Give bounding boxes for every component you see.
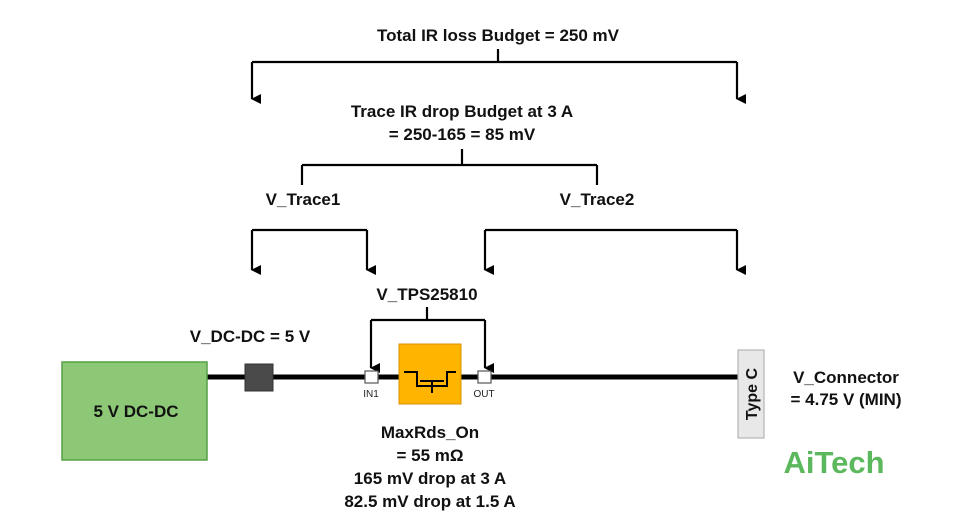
dcdc-converter-box xyxy=(61,361,208,461)
tps-bracket xyxy=(371,307,485,322)
trace-budget-label-line1: Trace IR drop Budget at 3 A xyxy=(351,102,573,121)
out-pin xyxy=(477,370,492,384)
rds-label-line2: = 55 mΩ xyxy=(396,446,463,465)
rds-label-line3: 165 mV drop at 3 A xyxy=(354,469,506,488)
mosfet-symbol xyxy=(404,371,456,393)
aitech-logo: AiTech xyxy=(783,445,884,480)
trace-budget-label-line2: = 250-165 = 85 mV xyxy=(389,125,536,144)
v-connector-label-line2: = 4.75 V (MIN) xyxy=(790,390,901,409)
trace-split-bracket xyxy=(300,149,599,185)
v-dcdc-label: V_DC-DC = 5 V xyxy=(190,327,311,346)
in1-pin xyxy=(364,370,379,384)
out-label: OUT xyxy=(473,389,494,400)
v-connector-label-line1: V_Connector xyxy=(793,368,899,387)
typec-connector xyxy=(737,349,765,439)
tps25810-switch xyxy=(398,343,462,405)
total-budget-bracket xyxy=(252,49,737,64)
in1-label: IN1 xyxy=(363,389,379,400)
dcdc-box-label: 5 V DC-DC xyxy=(93,402,178,421)
v-trace1-label: V_Trace1 xyxy=(266,190,341,209)
rds-label-line4: 82.5 mV drop at 1.5 A xyxy=(344,492,515,511)
inline-component xyxy=(244,363,274,392)
rds-label-line1: MaxRds_On xyxy=(381,423,479,442)
typec-label: Type C xyxy=(744,367,761,420)
v-tps25810-label: V_TPS25810 xyxy=(376,285,477,304)
v-trace2-label: V_Trace2 xyxy=(560,190,635,209)
total-budget-label: Total IR loss Budget = 250 mV xyxy=(377,26,620,45)
